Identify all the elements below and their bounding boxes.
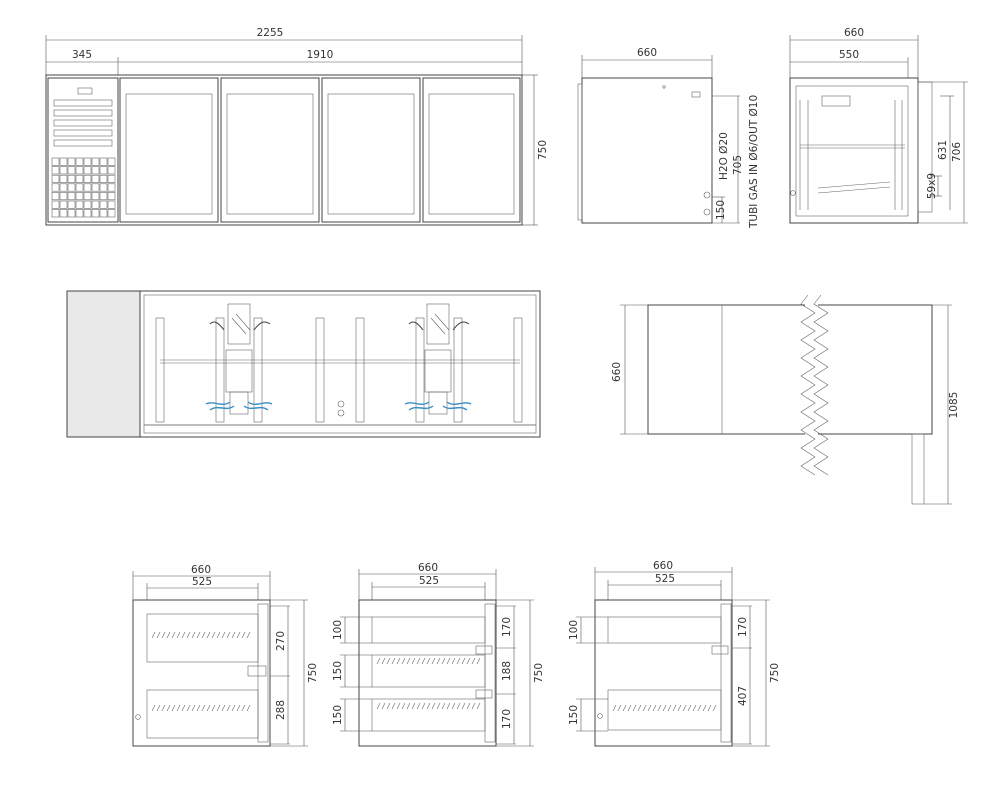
dim-705: 705 [732, 155, 744, 175]
d3-407: 407 [737, 686, 749, 706]
drawer-detail-1: 660 525 270 288 750 [132, 564, 319, 747]
d3-100: 100 [568, 620, 580, 640]
dim-gas: TUBI GAS IN Ø6/OUT Ø10 [748, 95, 760, 229]
d2-170b: 170 [501, 709, 513, 729]
dim-front-right: 1910 [307, 49, 334, 61]
d2-100: 100 [332, 620, 344, 640]
dim-front-height: 750 [537, 140, 549, 160]
d3-150: 150 [568, 705, 580, 725]
d1-750: 750 [307, 663, 319, 683]
side-view: 660 H2O Ø20 705 150 TUBI GAS IN Ø6/OUT Ø… [577, 47, 760, 229]
dim-h2o: H2O Ø20 [718, 132, 730, 180]
d1-525: 525 [192, 576, 212, 588]
plan-view [66, 290, 541, 438]
section-view: 660 550 706 631 59x9 [789, 27, 968, 224]
d2-150b: 150 [332, 705, 344, 725]
d2-170a: 170 [501, 617, 513, 637]
d3-660: 660 [653, 560, 673, 572]
d1-660: 660 [191, 564, 211, 576]
dim-side-depth: 660 [637, 47, 657, 59]
d3-170: 170 [737, 617, 749, 637]
evaporator-unit-left [205, 303, 273, 415]
plan-side-view: 660 1085 [611, 294, 960, 505]
dim-sec-550: 550 [839, 49, 859, 61]
d1-288: 288 [275, 700, 287, 720]
d2-150a: 150 [332, 661, 344, 681]
dim-sec-706: 706 [951, 142, 963, 162]
dim-front-left: 345 [72, 49, 92, 61]
d3-750: 750 [769, 663, 781, 683]
dim-plan-1085: 1085 [948, 392, 960, 419]
d2-188: 188 [501, 661, 513, 681]
d2-660: 660 [418, 562, 438, 574]
d3-525: 525 [655, 573, 675, 585]
d2-525: 525 [419, 575, 439, 587]
dim-150: 150 [715, 200, 727, 220]
front-view: 2255 345 1910 750 [45, 27, 549, 226]
drawer-detail-3: 660 525 100 150 170 407 750 [568, 560, 781, 747]
d1-270: 270 [275, 631, 287, 651]
dim-front-total: 2255 [257, 27, 284, 39]
dim-sec-660: 660 [844, 27, 864, 39]
dim-sec-59x9: 59x9 [926, 173, 938, 199]
drawer-detail-2: 660 525 100 150 150 170 188 170 [332, 562, 545, 747]
dim-plan-660: 660 [611, 362, 623, 382]
evaporator-unit-right [404, 303, 472, 415]
dim-sec-631: 631 [937, 140, 949, 160]
d2-750: 750 [533, 663, 545, 683]
